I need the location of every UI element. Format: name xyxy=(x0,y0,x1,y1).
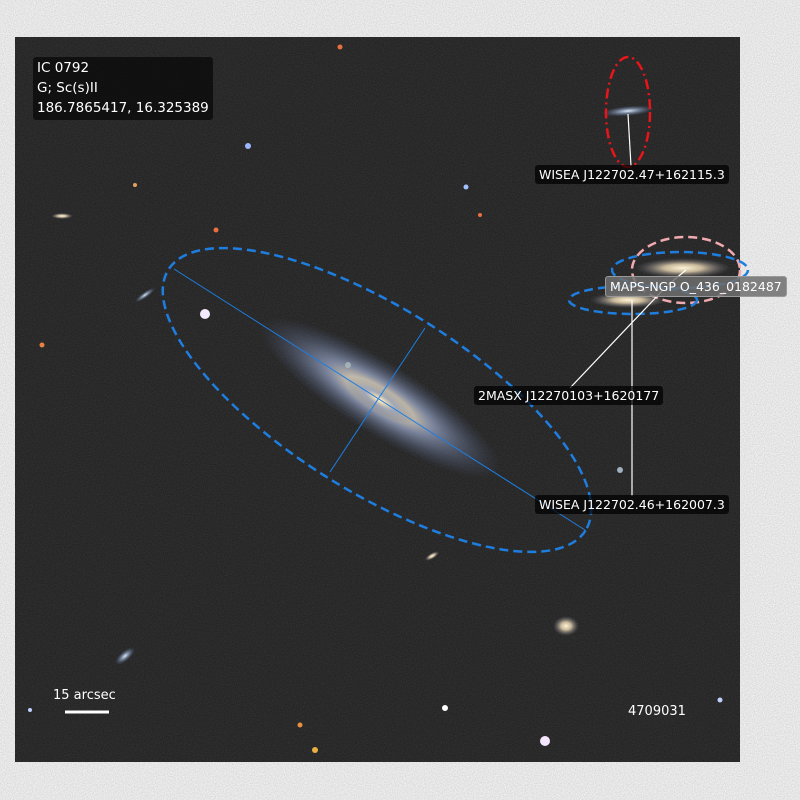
major-axis-line xyxy=(173,268,586,531)
main-galaxy-ellipse[interactable] xyxy=(120,192,635,609)
maps-ngp-ellipse[interactable] xyxy=(630,235,742,305)
annotation-label[interactable]: WISEA J122702.47+162115.3 xyxy=(535,165,729,184)
object-info-box: IC 0792 G; Sc(s)II 186.7865417, 16.32538… xyxy=(33,57,213,120)
annotation-label[interactable]: WISEA J122702.46+162007.3 xyxy=(535,495,729,514)
minor-axis-line xyxy=(329,327,426,473)
object-type: G; Sc(s)II xyxy=(37,80,98,96)
stars xyxy=(28,44,723,753)
object-name: IC 0792 xyxy=(37,60,90,76)
annotation-label[interactable]: 2MASX J12270103+1620177 xyxy=(474,386,664,405)
image-id: 4709031 xyxy=(628,704,686,719)
scale-bar-label: 15 arcsec xyxy=(53,688,116,703)
object-coordinates: 186.7865417, 16.325389 xyxy=(37,100,209,116)
annotation-label[interactable]: MAPS-NGP O_436_0182487 xyxy=(605,276,787,297)
